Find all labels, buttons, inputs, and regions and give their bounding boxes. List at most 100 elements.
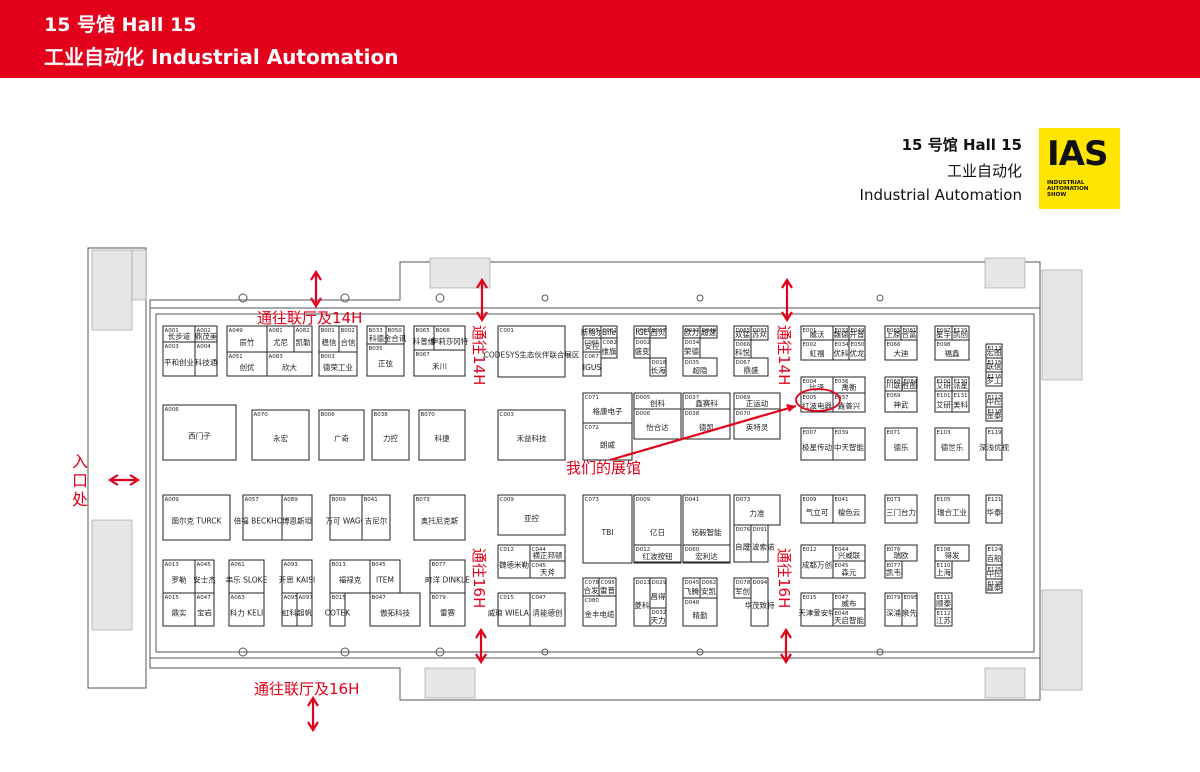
booth-name: 檀色云 <box>838 507 861 517</box>
booth-name: 金合讯 <box>384 333 407 343</box>
booth-name: 凯勒 <box>296 337 311 347</box>
booth-outline <box>633 577 651 627</box>
booth-code: E129 <box>954 328 968 334</box>
booth-code: B067 <box>416 352 431 358</box>
arrow-our-booth-head <box>786 404 796 412</box>
booth-d006: D006 怡合达 <box>633 408 682 440</box>
booth-outline <box>582 494 633 564</box>
booth-name: 禾川 <box>432 362 447 371</box>
booth-code: A015 <box>165 595 180 601</box>
booth-name: 成都万创 <box>802 560 832 570</box>
booth-name: 福禄克 <box>339 576 362 585</box>
booth-name: 禾益科技 <box>517 433 547 443</box>
booth-name: 铭毅智能 <box>692 527 722 537</box>
booth-outline <box>418 409 466 461</box>
booth-outline <box>848 325 866 341</box>
booth-code: E125 <box>988 567 1002 573</box>
booth-code: E077 <box>887 563 901 569</box>
booth-code: B047 <box>372 595 387 601</box>
booth-code: E065 <box>887 328 901 334</box>
booth-code: E116 <box>988 374 1002 380</box>
booth-code: E108 <box>937 547 951 553</box>
booth-code: B077 <box>432 562 447 568</box>
arrow-our-booth <box>609 404 797 462</box>
booth-name: 怡合达 <box>646 422 669 432</box>
booth-outline <box>800 494 834 524</box>
booth-name: 科德 <box>369 333 384 343</box>
booth-name: ITEM <box>376 576 394 585</box>
booth-code: E004 <box>803 379 817 385</box>
booth-name: 兴威联 <box>838 550 861 560</box>
label-our-booth: 我们的展馆 <box>566 459 641 477</box>
booth-name: 英特灵 <box>746 422 769 432</box>
booth-code: A006 <box>165 407 180 413</box>
booth-code: B001 <box>321 328 335 334</box>
booth-outline <box>600 325 618 339</box>
booth-code: D033 <box>685 328 700 334</box>
logo-subtext: INDUSTRIAL AUTOMATION SHOW <box>1047 180 1088 198</box>
booth-name: 星宇 <box>936 329 951 339</box>
booth-name: 深浦 <box>886 608 901 618</box>
booth-code: D032 <box>652 610 667 616</box>
booth-code: D038 <box>685 411 700 417</box>
booth-name: 正运动 <box>746 398 769 408</box>
booth-code: E039 <box>835 430 849 436</box>
booth-outline <box>750 577 769 627</box>
booth-code: A093 <box>284 562 299 568</box>
booth-outline <box>884 560 903 579</box>
booth-name: 罗工 <box>987 376 1002 385</box>
label-to-16h-right: 通往16H <box>775 548 793 608</box>
booth-name: 优龙 <box>850 348 865 358</box>
booth-code: D069 <box>736 395 751 401</box>
booth-outline <box>582 595 617 627</box>
booth-code: D006 <box>636 411 651 417</box>
booth-name: COTEK <box>325 609 351 618</box>
booth-name: 瑞欧 <box>894 550 909 560</box>
booth-outline <box>682 408 731 440</box>
booth-outline <box>901 592 918 627</box>
booth-name: 雷赛 <box>440 608 455 618</box>
booth-name: 创优 <box>240 362 255 372</box>
booth-outline <box>832 325 850 341</box>
booth-code: C067 <box>585 354 600 360</box>
booth-name: 森元 <box>842 567 857 577</box>
booth-name: 宏利达 <box>695 551 718 561</box>
booth-outline <box>582 337 602 353</box>
booth-outline <box>649 357 667 377</box>
booth-code: D034 <box>685 340 700 346</box>
booth-name: 鑫泰 <box>987 582 1002 592</box>
booth-code: D073 <box>736 497 751 503</box>
booth-code: E079 <box>887 595 901 601</box>
booth-outline <box>633 325 651 339</box>
booth-outline <box>162 494 231 541</box>
label-to-14h-left: 通往14H <box>470 325 488 385</box>
booth-name: 伊莉莎冈特 <box>431 336 469 346</box>
booth-outline <box>162 592 196 627</box>
booth-outline <box>848 339 866 361</box>
booth-outline <box>366 343 405 377</box>
booth-code: E105 <box>937 497 951 503</box>
booth-outline <box>884 427 918 461</box>
booth-name: 清能德创 <box>533 608 563 618</box>
booth-name: 亿日 <box>650 527 665 537</box>
booth-outline <box>699 577 718 599</box>
booth-name: 威琅 WIELAND <box>488 608 541 618</box>
booth-name: 傲拓科技 <box>380 608 410 618</box>
booth-code: A057 <box>245 497 260 503</box>
booth-name: 科技通 <box>195 357 218 367</box>
